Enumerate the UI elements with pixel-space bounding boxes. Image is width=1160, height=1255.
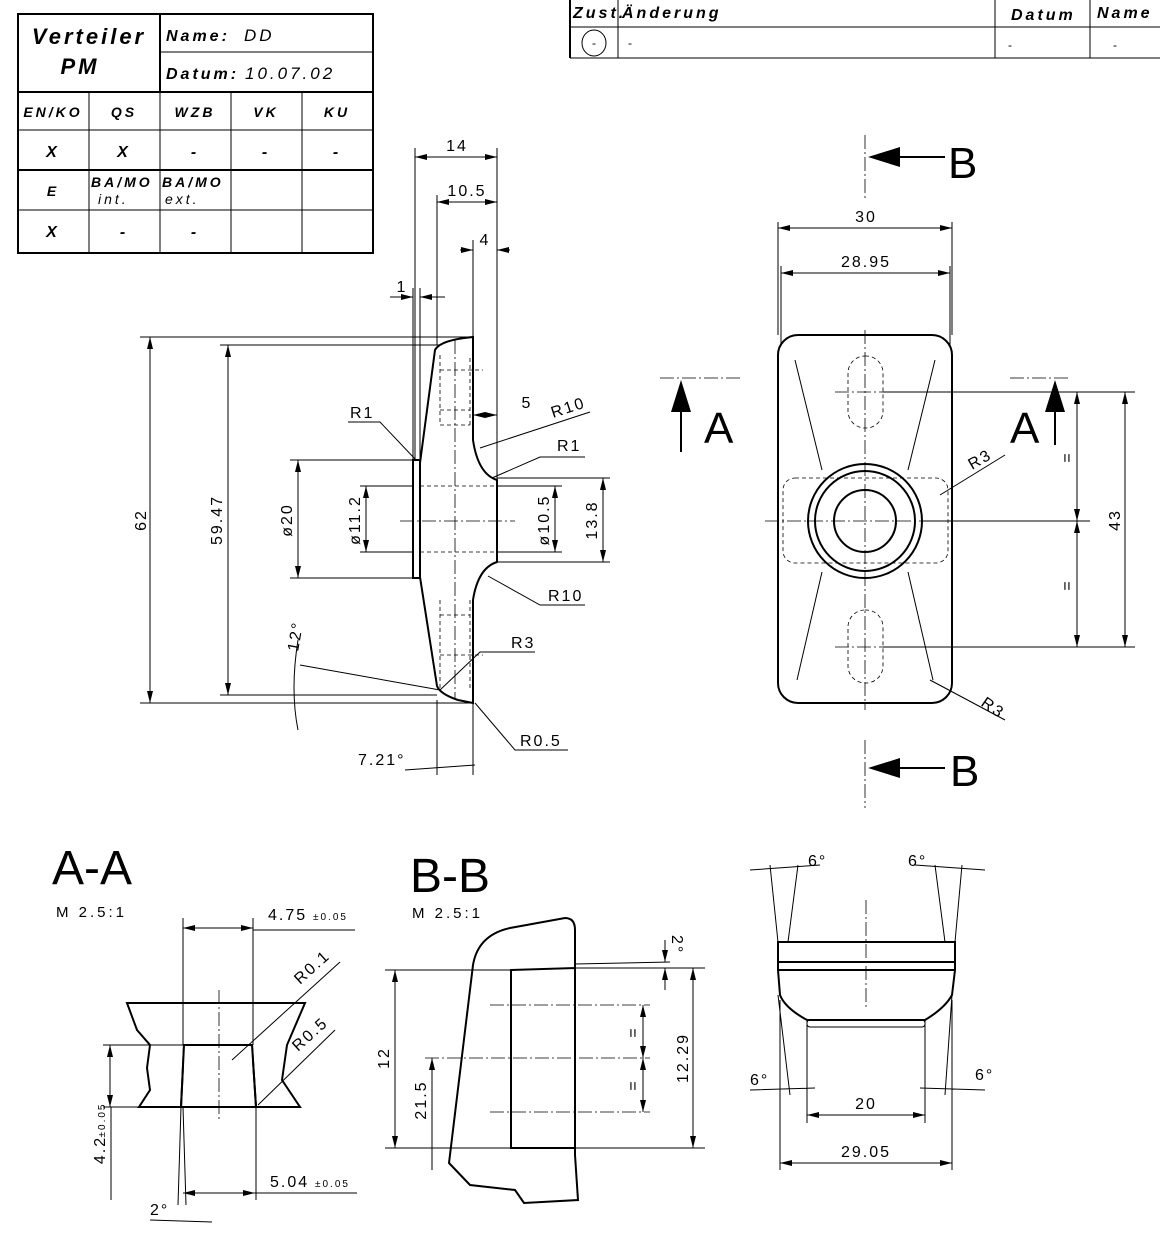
section-marker-a-right: A xyxy=(1010,377,1070,453)
value-en-ko: X xyxy=(45,144,60,161)
label-r0-5: R0.5 xyxy=(520,733,562,750)
label-r0-1: R0.1 xyxy=(291,947,333,988)
dim-eq-bottom: = xyxy=(1059,579,1076,590)
dim-43: 43 xyxy=(1107,509,1124,531)
dim-10-5: 10.5 xyxy=(447,183,486,200)
header-wzb: WZB xyxy=(175,104,216,120)
header-ba-mo-int: BA/MO xyxy=(91,174,153,190)
dim-dia20: ø20 xyxy=(279,503,296,537)
section-label-b-bottom: B xyxy=(950,747,979,796)
distribution-table: Verteiler PM Name: DD Datum: 10.07.02 EN… xyxy=(17,13,374,254)
section-a-a: A-A M 2.5:1 4.75 ±0.05 5.04 ±0.05 4.2 ±0… xyxy=(52,842,357,1223)
dim-13-8: 13.8 xyxy=(584,500,601,539)
dim-12: 12 xyxy=(376,1047,393,1069)
header-en-ko: EN/KO xyxy=(23,104,82,120)
header-ku: KU xyxy=(324,104,350,120)
label-angle-7-21: 7.21° xyxy=(358,752,406,769)
section-aa-scale: M 2.5:1 xyxy=(56,904,127,921)
label-r3: R3 xyxy=(511,635,535,652)
section-label-a-right: A xyxy=(1010,404,1040,453)
name-label: Name: xyxy=(166,28,230,45)
side-view: 62 59.47 ø20 ø11.2 ø10.5 13.8 14 10.5 4 … xyxy=(133,138,610,775)
header-vk: VK xyxy=(253,104,278,120)
date-label: Datum: xyxy=(166,66,239,83)
header-int-sub: int. xyxy=(98,191,129,207)
label-r0-5: R0.5 xyxy=(289,1014,331,1055)
front-view: 30 28.95 43 = = R3 R3 B B A xyxy=(660,135,1135,808)
value-ba-mo-ext: - xyxy=(191,224,199,241)
value-ku: - xyxy=(333,144,341,161)
section-bb-scale: M 2.5:1 xyxy=(412,905,483,922)
dim-1: 1 xyxy=(397,279,408,296)
dim-dia11-2: ø11.2 xyxy=(347,495,364,545)
label-r1-right: R1 xyxy=(557,438,581,455)
revision-table: Zust. Änderung Datum Name - - - - xyxy=(569,0,1160,59)
dim-59-47: 59.47 xyxy=(209,495,226,545)
label-r10-top: R10 xyxy=(549,395,588,422)
name-value: DD xyxy=(244,26,275,45)
section-marker-b-bottom: B xyxy=(864,740,979,808)
revision-state: - xyxy=(592,36,596,50)
header-ba-mo-ext: BA/MO xyxy=(162,174,224,190)
section-aa-title: A-A xyxy=(52,842,132,895)
dim-4: 4 xyxy=(480,232,491,249)
label-r3-bottom: R3 xyxy=(978,694,1008,722)
label-angle-2: 2° xyxy=(668,935,685,954)
tolerance-4-2: ±0.05 xyxy=(97,1103,108,1138)
label-angle-6-top-left: 6° xyxy=(808,853,827,870)
value-e: X xyxy=(45,224,60,241)
section-label-a-left: A xyxy=(704,404,734,453)
distribution-title: Verteiler xyxy=(32,24,146,49)
label-angle-2: 2° xyxy=(150,1202,169,1219)
dim-21-5: 21.5 xyxy=(413,1080,430,1119)
date-value: 10.07.02 xyxy=(245,64,335,83)
label-angle-6-bottom-left: 6° xyxy=(750,1072,769,1089)
dim-eq-top: = xyxy=(1059,451,1076,462)
dim-30: 30 xyxy=(855,209,877,226)
dim-eq-upper: = xyxy=(625,1026,642,1037)
dim-dia10-5: ø10.5 xyxy=(536,495,553,546)
header-name: Name xyxy=(1097,5,1153,22)
value-ba-mo-int: - xyxy=(120,224,128,241)
revision-change: - xyxy=(628,36,632,50)
bottom-view: 20 29.05 6° 6° 6° 6° xyxy=(749,853,994,1170)
dim-20: 20 xyxy=(855,1096,877,1113)
section-b-b: B-B M 2.5:1 12 21.5 12.29 = = 2° xyxy=(376,850,705,1205)
section-marker-a-left: A xyxy=(660,377,740,453)
distribution-subtitle: PM xyxy=(61,54,100,79)
header-aenderung: Änderung xyxy=(621,4,722,22)
dim-29-05: 29.05 xyxy=(841,1144,891,1161)
dim-5: 5 xyxy=(522,395,533,412)
section-marker-b-top: B xyxy=(864,135,977,200)
section-label-b-top: B xyxy=(948,139,977,188)
header-datum: Datum xyxy=(1011,7,1076,24)
revision-name: - xyxy=(1113,38,1117,52)
value-qs: X xyxy=(116,144,131,161)
section-bb-title: B-B xyxy=(410,850,490,903)
header-e: E xyxy=(47,183,59,199)
label-angle-12: 12° xyxy=(285,620,307,653)
label-r1-left: R1 xyxy=(350,405,374,422)
label-angle-6-top-right: 6° xyxy=(908,853,927,870)
header-zust: Zust. xyxy=(572,5,626,22)
dim-eq-lower: = xyxy=(625,1079,642,1090)
dim-5-04: 5.04 xyxy=(270,1174,309,1191)
revision-date: - xyxy=(1008,38,1012,52)
dim-28-95: 28.95 xyxy=(841,254,891,271)
label-angle-6-bottom-right: 6° xyxy=(975,1067,994,1084)
dim-4-2: 4.2 xyxy=(92,1136,109,1164)
dim-14: 14 xyxy=(446,138,468,155)
dim-4-75: 4.75 xyxy=(268,907,307,924)
value-vk: - xyxy=(262,144,270,161)
tolerance-5-04: ±0.05 xyxy=(315,1179,350,1190)
label-r3-top: R3 xyxy=(966,447,996,474)
dim-62: 62 xyxy=(133,509,150,531)
value-wzb: - xyxy=(191,144,199,161)
tolerance-4-75: ±0.05 xyxy=(313,912,348,923)
dim-12-29: 12.29 xyxy=(675,1033,692,1083)
label-r10-bottom: R10 xyxy=(548,588,583,605)
header-ext-sub: ext. xyxy=(165,191,200,207)
header-qs: QS xyxy=(111,104,137,120)
